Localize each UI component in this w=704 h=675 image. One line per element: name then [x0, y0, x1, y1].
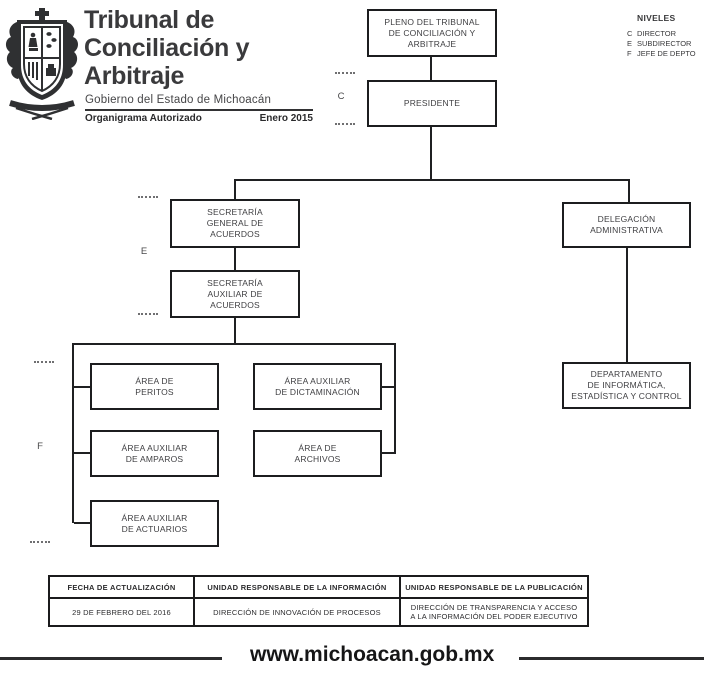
cell-fecha: 29 DE FEBRERO DEL 2016 — [48, 597, 195, 627]
org-node-delegacion: DELEGACIÓN ADMINISTRATIVA — [562, 202, 691, 248]
header-rule — [85, 109, 313, 111]
legend-title: NIVELES — [637, 13, 676, 23]
org-node-area-archivos: ÁREA DE ARCHIVOS — [253, 430, 382, 477]
connector-line — [430, 127, 432, 180]
legend-label: JEFE DE DEPTO — [637, 49, 696, 58]
connector-line — [72, 343, 74, 523]
connector-line — [394, 343, 396, 454]
level-divider-dots — [34, 361, 54, 363]
footer-rule-right — [519, 657, 704, 660]
connector-line — [234, 248, 236, 270]
legend-item-subdirector: E SUBDIRECTOR — [627, 39, 703, 49]
authorization-bar: Organigrama Autorizado Enero 2015 — [85, 113, 313, 124]
org-node-pleno: PLENO DEL TRIBUNAL DE CONCILIACIÓN Y ARB… — [367, 9, 497, 57]
title-line-1: Tribunal de — [84, 6, 215, 34]
title-line-3: Arbitraje — [84, 62, 185, 90]
title-line-2: Conciliación y — [84, 34, 250, 62]
connector-line — [430, 57, 432, 80]
level-divider-dots — [30, 541, 50, 543]
level-divider-dots — [138, 313, 158, 315]
connector-line — [234, 180, 236, 199]
table-header-row: FECHA DE ACTUALIZACIÓN UNIDAD RESPONSABL… — [48, 575, 589, 599]
michoacan-coat-of-arms-icon — [5, 8, 79, 120]
connector-line — [74, 522, 90, 524]
header-fecha: FECHA DE ACTUALIZACIÓN — [48, 575, 195, 599]
legend-code: E — [627, 39, 633, 48]
page-title: Tribunal de Conciliación y Arbitraje — [84, 6, 250, 90]
level-marker-e: E — [140, 246, 148, 257]
connector-line — [74, 452, 90, 454]
connector-line — [234, 318, 236, 344]
legend-label: DIRECTOR — [637, 29, 677, 38]
connector-line — [380, 386, 394, 388]
org-node-area-actuarios: ÁREA AUXILIAR DE ACTUARIOS — [90, 500, 219, 547]
legend-code: C — [627, 29, 633, 38]
legend-item-director: C DIRECTOR — [627, 29, 703, 39]
level-divider-dots — [335, 72, 355, 74]
footer-url: www.michoacan.gob.mx — [250, 643, 495, 666]
update-metadata-table: FECHA DE ACTUALIZACIÓN UNIDAD RESPONSABL… — [48, 575, 589, 627]
cell-publicacion: DIRECCIÓN DE TRANSPARENCIA Y ACCESO A LA… — [399, 597, 589, 627]
level-marker-c: C — [337, 91, 345, 102]
header-informacion: UNIDAD RESPONSABLE DE LA INFORMACIÓN — [193, 575, 401, 599]
footer-rule-left — [0, 657, 222, 660]
connector-line — [626, 248, 628, 362]
levels-legend: NIVELES C DIRECTOR E SUBDIRECTOR F JEFE … — [627, 13, 703, 59]
authorized-label: Organigrama Autorizado — [85, 113, 202, 124]
org-node-area-peritos: ÁREA DE PERITOS — [90, 363, 219, 410]
org-node-secretaria-general: SECRETARÍA GENERAL DE ACUERDOS — [170, 199, 300, 248]
level-marker-f: F — [37, 441, 43, 452]
table-value-row: 29 DE FEBRERO DEL 2016 DIRECCIÓN DE INNO… — [48, 597, 589, 627]
header-publicacion: UNIDAD RESPONSABLE DE LA PUBLICACIÓN — [399, 575, 589, 599]
connector-line — [74, 386, 90, 388]
cell-informacion: DIRECCIÓN DE INNOVACIÓN DE PROCESOS — [193, 597, 401, 627]
org-node-area-dictaminacion: ÁREA AUXILIAR DE DICTAMINACIÓN — [253, 363, 382, 410]
connector-line — [72, 343, 396, 345]
government-subtitle: Gobierno del Estado de Michoacán — [85, 94, 272, 106]
level-divider-dots — [335, 123, 355, 125]
legend-code: F — [627, 49, 632, 58]
org-node-presidente: PRESIDENTE — [367, 80, 497, 127]
level-divider-dots — [138, 196, 158, 198]
connector-line — [234, 179, 630, 181]
connector-line — [380, 452, 394, 454]
org-node-depto-informatica: DEPARTAMENTO DE INFORMÁTICA, ESTADÍSTICA… — [562, 362, 691, 409]
legend-item-jefe-depto: F JEFE DE DEPTO — [627, 49, 703, 59]
authorized-date: Enero 2015 — [259, 113, 313, 124]
legend-label: SUBDIRECTOR — [637, 39, 692, 48]
org-node-secretaria-auxiliar: SECRETARÍA AUXILIAR DE ACUERDOS — [170, 270, 300, 318]
org-node-area-amparos: ÁREA AUXILIAR DE AMPAROS — [90, 430, 219, 477]
connector-line — [628, 180, 630, 202]
